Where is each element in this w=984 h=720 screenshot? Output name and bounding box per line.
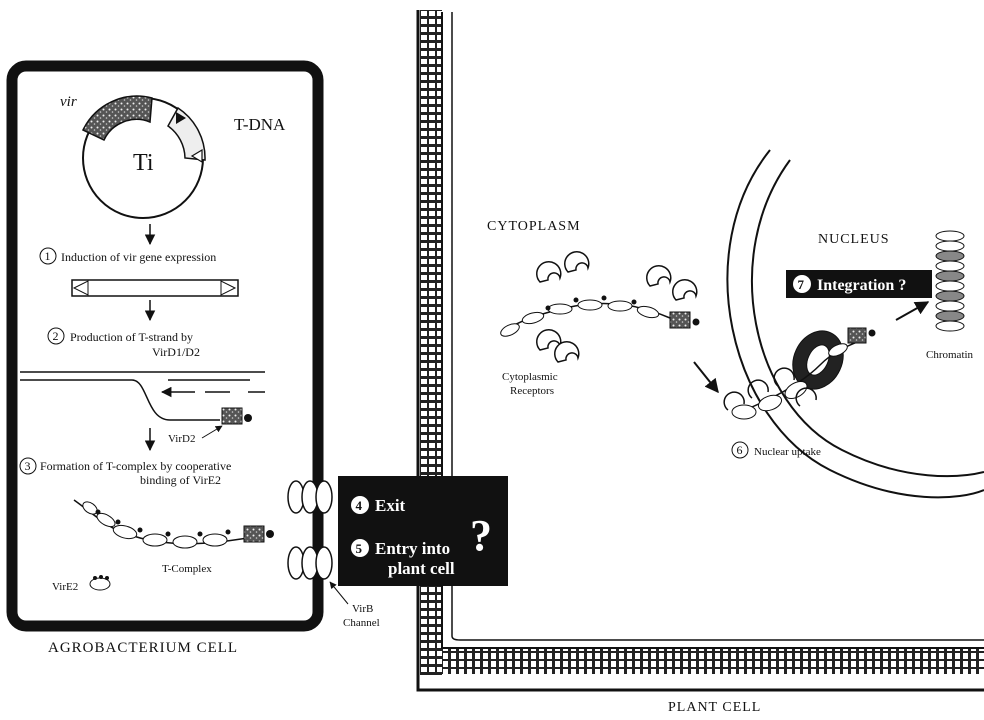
- step4-label: Exit: [375, 496, 406, 515]
- arrow-to-nuclear-uptake: [694, 362, 718, 392]
- step5-number: 5: [356, 541, 363, 556]
- t-dna-label: T-DNA: [234, 115, 286, 134]
- virE2-protein: [90, 575, 110, 590]
- plant-cell-label: PLANT CELL: [668, 700, 761, 715]
- t-strand-production: [20, 372, 265, 424]
- step4-number: 4: [356, 498, 363, 513]
- step2-label-line1: Production of T-strand by: [70, 330, 193, 344]
- plant-cell-wall: [418, 10, 984, 690]
- virD2-pointer: [202, 426, 222, 438]
- chromatin-label: Chromatin: [926, 349, 974, 361]
- virB-channel-pores: [288, 481, 332, 579]
- question-mark: ?: [470, 511, 492, 560]
- step1-label: Induction of vir gene expression: [61, 250, 216, 264]
- cytoplasm-label: CYTOPLASM: [487, 219, 581, 234]
- ti-label: Ti: [133, 150, 154, 176]
- t-complex-cytoplasmic: [499, 296, 700, 339]
- step5-label-line1: Entry into: [375, 539, 450, 558]
- t-complex-bacterial: [74, 499, 274, 548]
- agrobacterium-cell-label: AGROBACTERIUM CELL: [48, 640, 238, 656]
- nucleus-label: NUCLEUS: [818, 232, 890, 247]
- step7-number: 7: [798, 277, 805, 292]
- step5-label-line2: plant cell: [388, 559, 455, 578]
- step6-number: 6: [737, 443, 743, 457]
- receptors-label-line1: Cytoplasmic: [502, 371, 558, 383]
- t-complex-label: T-Complex: [162, 563, 212, 575]
- vir-label: vir: [60, 94, 77, 110]
- step6-label: Nuclear uptake: [754, 446, 821, 458]
- step3-label-line1: Formation of T-complex by cooperative: [40, 459, 231, 473]
- step7-label: Integration ?: [817, 277, 906, 294]
- virB-label-line1: VirB: [352, 603, 373, 615]
- vir-region-dna: [72, 280, 238, 296]
- virD2-label: VirD2: [168, 433, 195, 445]
- virB-label-line2: Channel: [343, 617, 380, 629]
- arrow-to-chromatin: [896, 302, 928, 320]
- step1-number: 1: [45, 249, 51, 263]
- step2-label-line2: VirD1/D2: [152, 345, 200, 359]
- step3-label-line2: binding of VirE2: [140, 473, 221, 487]
- step3-number: 3: [25, 459, 31, 473]
- chromatin: [936, 231, 964, 331]
- step2-number: 2: [53, 329, 59, 343]
- virE2-label: VirE2: [52, 581, 78, 593]
- receptors-label-line2: Receptors: [510, 385, 554, 397]
